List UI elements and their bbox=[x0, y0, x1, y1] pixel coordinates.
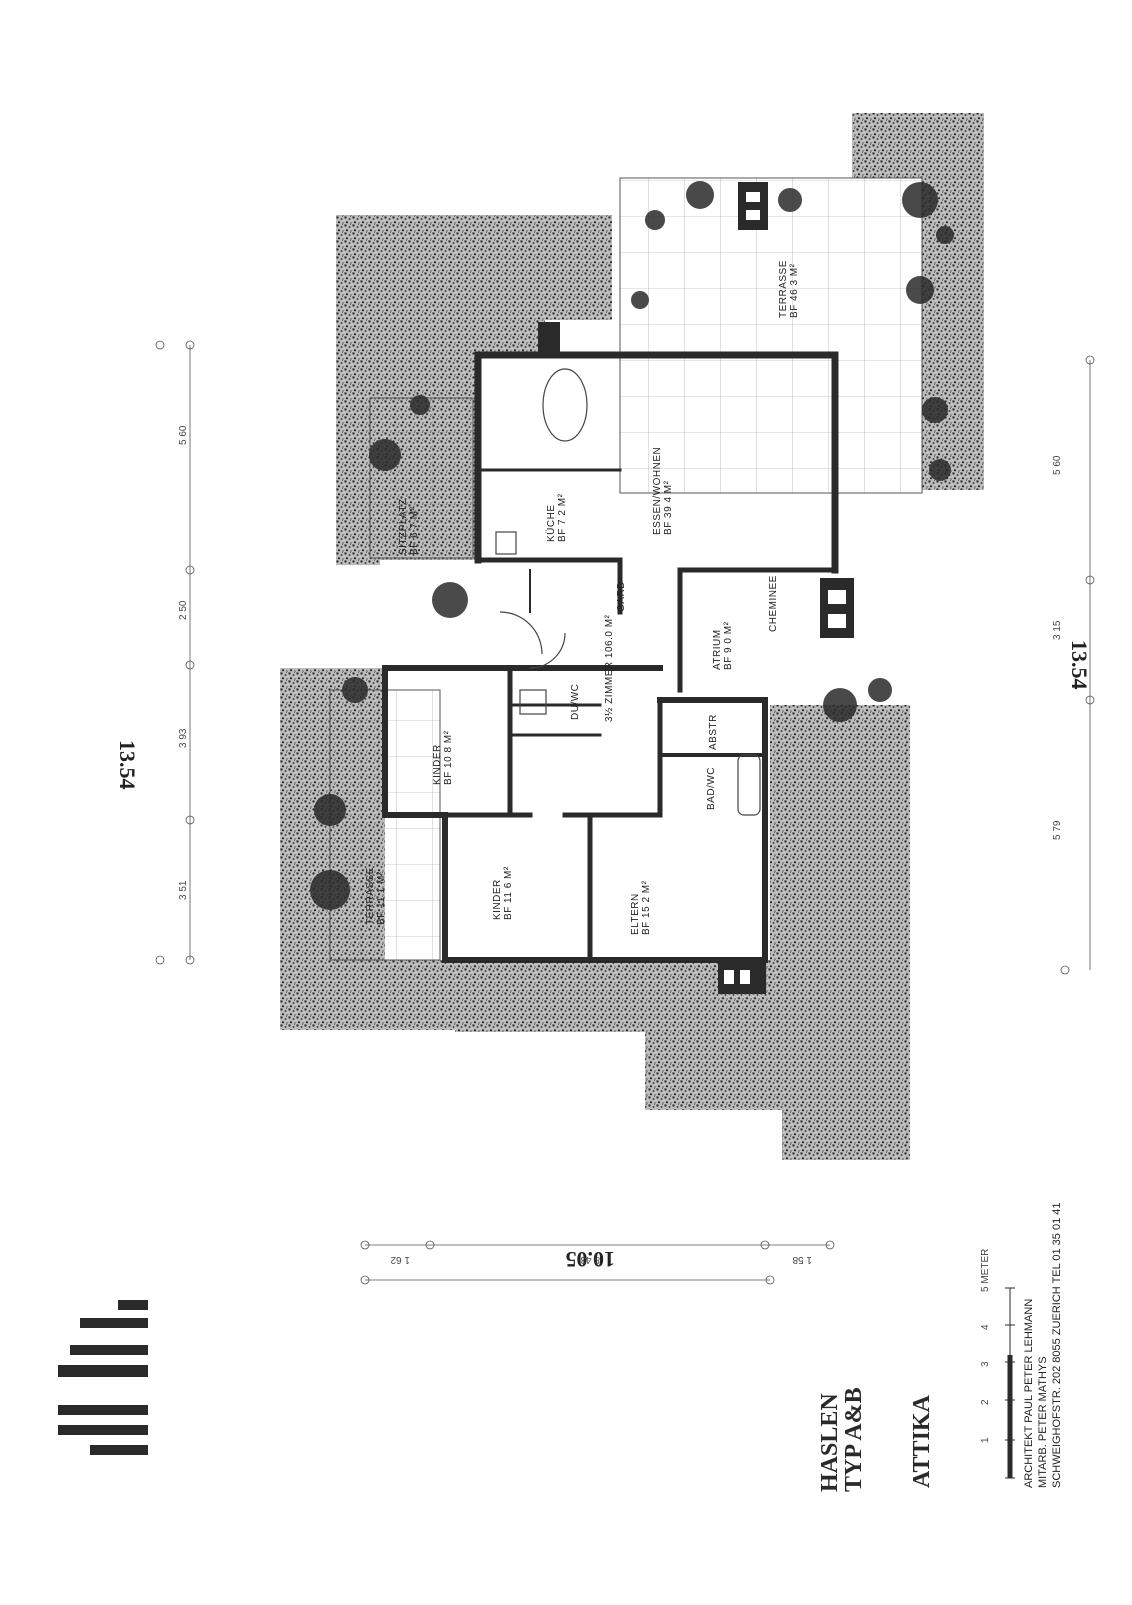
architect-block: ARCHITEKT PAUL PETER LEHMANN MITARB. PET… bbox=[1022, 1202, 1064, 1488]
dim-left-1: 1 62 bbox=[390, 1254, 410, 1265]
plants bbox=[310, 181, 954, 910]
gravel-south bbox=[385, 705, 910, 1160]
scale-number: 1 bbox=[980, 1437, 991, 1443]
dim-bottom-2: 3 15 bbox=[1052, 620, 1063, 640]
dimension-lines bbox=[155, 340, 1095, 1285]
furniture bbox=[495, 368, 761, 816]
bar-scale bbox=[1005, 1287, 1015, 1479]
room-label-atrium: ATRIUM BF 9 0 M² bbox=[712, 621, 734, 670]
terrace-sitzplatz bbox=[369, 397, 474, 559]
dim-top-3: 3 93 bbox=[178, 728, 189, 748]
dining-table bbox=[542, 368, 588, 442]
albis-logo-mark bbox=[58, 1300, 148, 1455]
terrace-east bbox=[619, 177, 923, 494]
room-label-terrasse-west: TERRASSE BF 11 1 M² bbox=[365, 867, 387, 925]
architect-address: SCHWEIGHOFSTR. 202 8055 ZUERICH TEL 01 3… bbox=[1051, 1202, 1063, 1488]
room-label-eltern: ELTERN BF 15 2 M² bbox=[630, 880, 652, 935]
room-label-gard: GARD bbox=[616, 581, 627, 612]
dim-left-3: 1 58 bbox=[792, 1254, 812, 1265]
overall-dimension-top: 13.54 bbox=[115, 740, 140, 790]
project-name: HASLEN bbox=[817, 1393, 843, 1492]
room-label-kinder-2: KINDER BF 11 6 M² bbox=[492, 866, 514, 920]
chimneys bbox=[538, 182, 854, 994]
room-label-terrasse-east: TERRASSE BF 46 3 M² bbox=[778, 260, 800, 318]
architect-collaborator: MITARB. PETER MATHYS bbox=[1037, 1356, 1049, 1488]
project-title: HASLEN TYP A&B bbox=[817, 1387, 867, 1492]
project-type: TYP A&B bbox=[841, 1387, 867, 1492]
dim-left-2: 8 43 bbox=[580, 1254, 600, 1265]
dim-bottom-3: 5 79 bbox=[1052, 820, 1063, 840]
scale-number: 3 bbox=[980, 1361, 991, 1367]
shower bbox=[519, 689, 547, 715]
dim-top-1: 5 60 bbox=[178, 425, 189, 445]
room-label-bad-wc: BAD/WC bbox=[706, 767, 717, 810]
scale-number: 4 bbox=[980, 1324, 991, 1330]
room-label-essen-wohnen: ESSEN/WOHNEN BF 39 4 M² bbox=[652, 446, 674, 535]
level-label: ATTIKA bbox=[909, 1395, 935, 1488]
scale-number: 5 METER bbox=[980, 1248, 991, 1292]
gravel-east bbox=[852, 113, 984, 490]
room-label-kueche: KÜCHE BF 7 2 M² bbox=[546, 493, 568, 542]
room-label-kinder-1: KINDER BF 10 8 M² bbox=[432, 730, 454, 785]
dim-bottom-1: 5 60 bbox=[1052, 455, 1063, 475]
apartment-type-label: 3½ ZIMMER 106.0 M² bbox=[604, 614, 615, 722]
room-label-du-wc: DU/WC bbox=[570, 683, 581, 720]
architect-name: ARCHITEKT PAUL PETER LEHMANN bbox=[1023, 1298, 1035, 1488]
room-label-cheminee: CHEMINEE bbox=[768, 575, 779, 632]
overall-dimension-bottom: 13.54 bbox=[1067, 640, 1092, 690]
stove bbox=[495, 531, 517, 555]
dim-top-4: 3 51 bbox=[178, 880, 189, 900]
walls bbox=[382, 351, 839, 963]
dim-top-2: 2 50 bbox=[178, 600, 189, 620]
room-label-sitzplatz: SITZPLATZ BF 6 7 M² bbox=[398, 498, 420, 555]
room-label-abstr: ABSTR bbox=[708, 714, 719, 750]
scale-number: 2 bbox=[980, 1399, 991, 1405]
bathtub bbox=[737, 754, 761, 816]
